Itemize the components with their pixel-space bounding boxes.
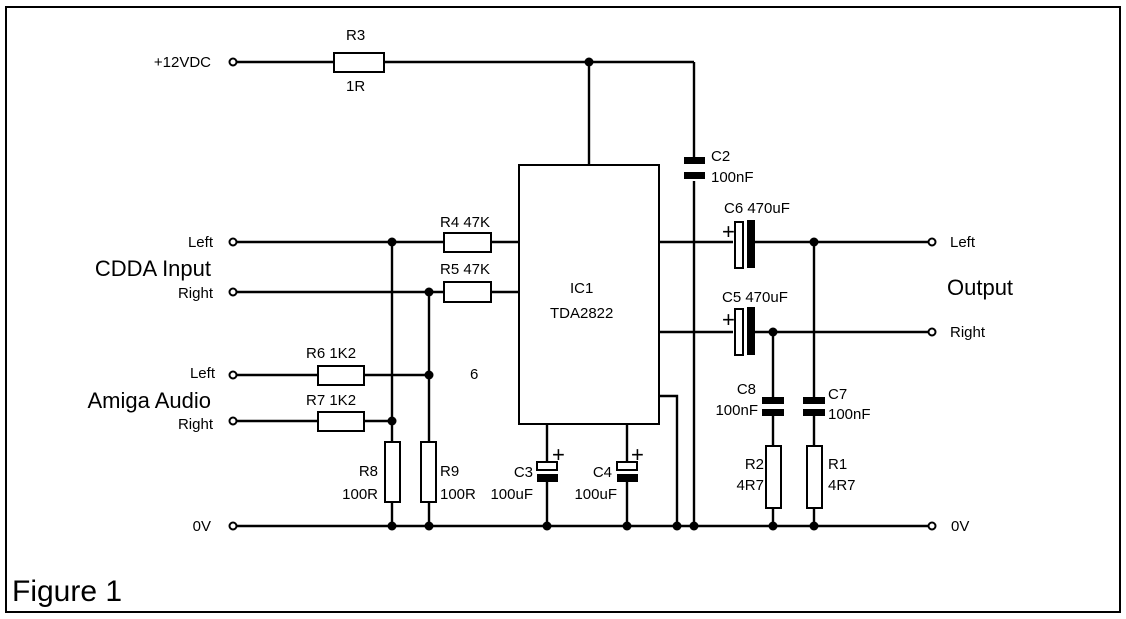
terminal-label-cdda-right: Right [178,285,214,302]
label-c4-ref: C4 [593,464,612,481]
label-r6: R6 1K2 [306,345,356,362]
label-r7: R7 1K2 [306,392,356,409]
label-c8-value: 100nF [715,402,758,419]
label-r1-ref: R1 [828,456,847,473]
terminal-label-out-right: Right [950,324,986,341]
label-c4-value: 100uF [574,486,617,503]
capacitor-c5 [734,307,755,356]
terminal-label-amiga-left: Left [190,365,216,382]
wires [233,60,932,528]
polarity-mark-c6: + [722,219,735,244]
label-c2-ref: C2 [711,148,730,165]
resistor-r9 [420,441,437,503]
label-c3-value: 100uF [490,486,533,503]
label-r5: R5 47K [440,261,490,278]
ic1-part: TDA2822 [550,305,613,322]
ground-label-right: 0V [951,518,969,535]
stray-label: 6 [470,366,478,383]
label-r2-value: 4R7 [736,477,764,494]
capacitor-c4 [616,461,638,482]
ic1-body [518,164,660,425]
terminals [228,57,937,531]
label-c7-value: 100nF [828,406,871,423]
label-r2-ref: R2 [745,456,764,473]
resistor-r3 [333,52,385,73]
group-label-cdda: CDDA Input [95,256,211,281]
resistor-r7 [317,411,365,432]
label-r9-value: 100R [440,486,476,503]
resistor-r1 [806,445,823,509]
terminal-label-out-left: Left [950,234,976,251]
label-r8-ref: R8 [359,463,378,480]
ground-label-left: 0V [193,518,211,535]
group-label-output: Output [947,275,1013,300]
capacitor-c8 [762,397,784,416]
power-label: +12VDC [154,54,211,71]
polarity-mark-c3: + [552,442,565,467]
capacitor-c3 [536,461,558,482]
resistor-r4 [443,232,492,253]
junctions [387,57,819,531]
terminal-label-cdda-left: Left [188,234,214,251]
label-r3-value: 1R [346,78,365,95]
label-r9-ref: R9 [440,463,459,480]
label-c6: C6 470uF [724,200,790,217]
figure-label: Figure 1 [12,575,122,608]
label-r1-value: 4R7 [828,477,856,494]
group-label-amiga: Amiga Audio [87,388,211,413]
label-c5: C5 470uF [722,289,788,306]
capacitor-c7 [803,397,825,416]
capacitor-c6 [734,220,755,269]
resistor-r8 [384,441,401,503]
label-c8-ref: C8 [737,381,756,398]
label-c7-ref: C7 [828,386,847,403]
resistor-r2 [765,445,782,509]
resistor-r5 [443,281,492,303]
figure-frame [5,6,1121,613]
polarity-mark-c5: + [722,307,735,332]
resistor-r6 [317,365,365,386]
label-c3-ref: C3 [514,464,533,481]
capacitor-c2 [684,157,705,179]
terminal-label-amiga-right: Right [178,416,214,433]
ic1-ref: IC1 [570,280,593,297]
label-r4: R4 47K [440,214,490,231]
polarity-mark-c4: + [631,442,644,467]
label-r3-ref: R3 [346,27,365,44]
label-c2-value: 100nF [711,169,754,186]
label-r8-value: 100R [342,486,378,503]
